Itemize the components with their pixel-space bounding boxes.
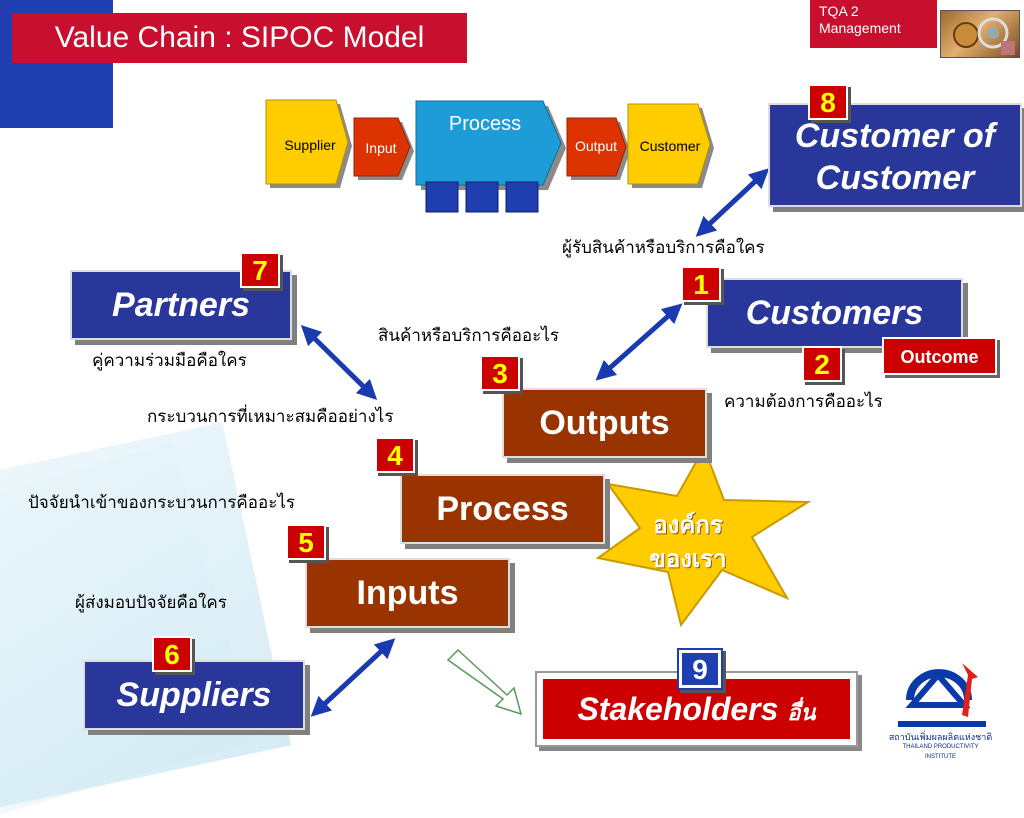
outputs-box: Outputs xyxy=(502,388,707,458)
stakeholders-label: Stakeholders xyxy=(577,691,779,727)
customer-of-customer-box: Customer of Customer xyxy=(768,103,1022,207)
arrow-to-stakeholders xyxy=(446,648,523,716)
sipoc-input-label: Input xyxy=(365,140,397,156)
arrow-outputs-customers xyxy=(595,303,683,381)
partners-box: Partners xyxy=(70,270,292,340)
customer-of-customer-line-1: Customer of xyxy=(794,117,996,155)
badge-3: 3 xyxy=(480,355,520,391)
sipoc-output-label: Output xyxy=(574,138,618,154)
organization-starburst xyxy=(595,445,812,628)
question-suppliers: ผู้ส่งมอบปัจจัยคือใคร xyxy=(75,593,227,613)
badge-2: 2 xyxy=(802,346,842,382)
tqa-label: TQA 2 Management xyxy=(810,0,937,48)
question-process: กระบวนการที่เหมาะสมคืออย่างไร xyxy=(147,407,394,427)
diagram-canvas xyxy=(265,99,986,727)
organization-line-2: ของเรา xyxy=(649,545,727,573)
question-outputs: สินค้าหรือบริการคืออะไร xyxy=(378,326,559,346)
outcome-label: Outcome xyxy=(882,337,997,375)
tpi-logo xyxy=(898,663,986,727)
organization-line-1: องค์กร xyxy=(653,511,723,539)
stakeholders-frame: Stakeholders อื่น xyxy=(535,671,858,747)
organization-label: องค์กร ของเรา xyxy=(618,508,758,576)
arrow-partners-process xyxy=(300,324,378,401)
stakeholders-box: Stakeholders อื่น xyxy=(543,679,850,739)
arrow-customers-customer-of-customer xyxy=(695,168,770,237)
badge-1: 1 xyxy=(681,266,721,302)
tqa-picture xyxy=(940,10,1020,58)
question-customer-of-customer: ผู้รับสินค้าหรือบริการคือใคร xyxy=(562,238,765,258)
slide-title: Value Chain : SIPOC Model xyxy=(12,13,467,63)
tpi-caption-en: THAILAND PRODUCTIVITY INSTITUTE xyxy=(902,744,979,760)
customer-of-customer-line-2: Customer xyxy=(815,159,975,197)
badge-8: 8 xyxy=(808,84,848,120)
sipoc-strip xyxy=(265,99,714,213)
question-partners: คู่ความร่วมมือคือใคร xyxy=(92,351,247,371)
arrow-suppliers-inputs xyxy=(310,638,396,717)
badge-7: 7 xyxy=(240,252,280,288)
badge-6: 6 xyxy=(152,636,192,672)
badge-4: 4 xyxy=(375,437,415,473)
sipoc-supplier-label: Supplier xyxy=(284,137,336,153)
sipoc-customer-label: Customer xyxy=(639,138,701,154)
customers-box: Customers xyxy=(706,278,963,348)
tqa-line-2: Management xyxy=(819,20,901,36)
inputs-box: Inputs xyxy=(305,558,510,628)
badge-9: 9 xyxy=(679,650,721,688)
tpi-caption-th: สถาบันเพิ่มผลผลิตแห่งชาติ xyxy=(888,732,993,742)
stakeholders-suffix: อื่น xyxy=(787,701,816,726)
tqa-line-1: TQA 2 xyxy=(819,3,859,19)
sipoc-process-label: Process xyxy=(448,113,522,135)
suppliers-box: Suppliers xyxy=(83,660,305,730)
process-box: Process xyxy=(400,474,605,544)
tpi-logo-caption: สถาบันเพิ่มผลผลิตแห่งชาติ THAILAND PRODU… xyxy=(888,732,993,762)
badge-5: 5 xyxy=(286,524,326,560)
question-needs: ความต้องการคืออะไร xyxy=(724,392,883,412)
question-inputs: ปัจจัยนำเข้าของกระบวนการคืออะไร xyxy=(28,493,296,513)
